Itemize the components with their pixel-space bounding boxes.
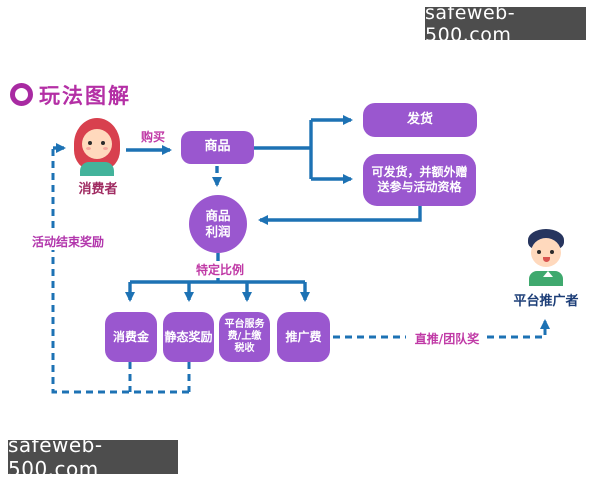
blush-mark [103,147,108,150]
node-ship-bonus: 可发货，并额外赠 送参与活动资格 [363,154,476,206]
consumer-avatar [72,118,122,176]
promoter-avatar [522,228,570,286]
consumer-face [82,129,112,159]
consumer-shirt [80,162,114,176]
promoter-face [531,238,561,267]
node-promotion-fee: 推广费 [277,312,330,362]
blush-mark [86,147,91,150]
watermark-top: safeweb-500.com [425,2,586,46]
promoter-label: 平台推广者 [513,294,579,309]
node-ship-bonus-line2: 送参与活动资格 [377,180,462,194]
edge-label-activity-end-reward: 活动结束奖励 [29,233,107,250]
node-profit: 商品 利润 [189,195,247,253]
node-platform-fee-line1: 平台服务 [224,319,265,330]
edge-label-specific-ratio: 特定比例 [193,261,247,278]
eye-icon [101,141,105,145]
node-platform-fee: 平台服务 费/上缴 税收 [219,312,270,362]
collar-mark [543,271,553,277]
consumer-label: 消费者 [78,182,118,197]
edge-label-buy: 购买 [138,128,168,145]
eye-icon [550,250,554,254]
watermark-bottom: safeweb-500.com [8,433,178,480]
node-product: 商品 [181,131,254,164]
node-ship-bonus-line1: 可发货，并额外赠 [371,165,468,179]
node-platform-fee-line2: 费/上缴 [227,331,262,342]
page-title: 玩法图解 [39,84,131,108]
node-static-reward: 静态奖励 [163,312,214,362]
node-ship: 发货 [363,103,477,137]
node-consumption-fund: 消费金 [105,312,157,362]
eye-icon [537,250,541,254]
eye-icon [88,141,92,145]
promoter-shirt [529,271,563,286]
title-ring-icon [10,83,33,106]
node-profit-line1: 商品 [205,208,231,224]
node-platform-fee-line3: 税收 [234,343,255,354]
node-profit-line2: 利润 [205,224,231,239]
edge-label-direct-team-reward: 直推/团队奖 [412,330,482,347]
mouth-mark [543,257,550,262]
